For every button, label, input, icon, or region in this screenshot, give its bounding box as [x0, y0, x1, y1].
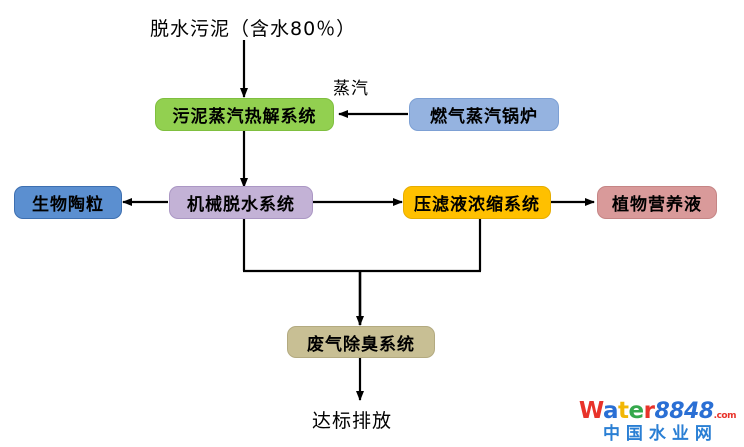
node-plant-nutrient-solution[interactable]: 植物营养液	[597, 186, 717, 219]
node-waste-gas-deodorization-system[interactable]: 废气除臭系统	[287, 326, 435, 358]
node-mechanical-dewatering-system[interactable]: 机械脱水系统	[169, 186, 313, 219]
logo-letter-t: t	[617, 398, 629, 424]
steam-label: 蒸汽	[333, 79, 369, 99]
watermark-chinese-name: 中国水业网	[602, 424, 718, 444]
logo-letter-a: a	[602, 398, 619, 424]
node-bio-ceramsite[interactable]: 生物陶粒	[14, 186, 122, 219]
logo-letter-r: r	[643, 398, 655, 424]
node-gas-steam-boiler[interactable]: 燃气蒸汽锅炉	[409, 98, 559, 131]
input-sludge-label: 脱水污泥（含水80％）	[150, 18, 357, 40]
logo-domain: .com	[713, 411, 737, 421]
logo-number: 8848	[654, 399, 714, 424]
node-filtrate-concentration-system[interactable]: 压滤液浓缩系统	[403, 186, 551, 219]
compliant-discharge-label: 达标排放	[312, 410, 393, 432]
node-sludge-steam-pyrolysis-system[interactable]: 污泥蒸汽热解系统	[155, 98, 334, 131]
logo-letter-e: e	[628, 398, 644, 424]
watermark-wordmark: Water8848.com	[578, 398, 737, 424]
logo-letter-w: W	[578, 398, 604, 424]
watermark-logo: Water8848.com 中国水业网	[578, 398, 737, 444]
